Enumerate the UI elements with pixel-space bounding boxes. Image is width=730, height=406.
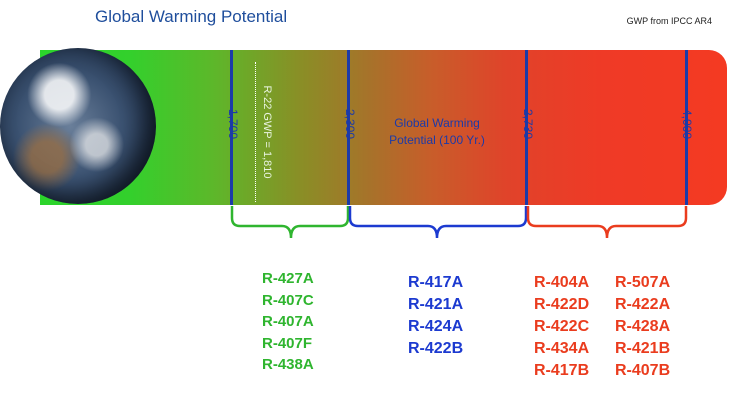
list-item: R-422B (408, 340, 464, 357)
blue-brace (348, 206, 528, 239)
center-label-line2: Potential (100 Yr.) (389, 133, 485, 147)
list-item: R-421B (615, 340, 671, 357)
list-item: R-507A (615, 274, 671, 291)
source-note: GWP from IPCC AR4 (626, 16, 712, 26)
list-item: R-417B (534, 362, 590, 379)
list-item: R-422A (615, 296, 671, 313)
list-item: R-438A (262, 356, 314, 373)
list-item: R-434A (534, 340, 590, 357)
red-group-list-col2: R-507A R-422A R-428A R-421B R-407B (615, 272, 670, 382)
list-item: R-407F (262, 334, 313, 352)
earth-globe-image (0, 48, 156, 204)
center-label: Global Warming Potential (100 Yr.) (368, 115, 506, 149)
tick-line-2300 (347, 50, 350, 205)
list-item: R-407A (262, 313, 314, 330)
list-item: R-404A (534, 274, 590, 291)
list-item: R-428A (615, 318, 671, 335)
list-item: R-424A (408, 318, 464, 335)
r22-marker-line (255, 62, 256, 202)
list-item: R-422C (534, 318, 590, 335)
list-item: R-427A (262, 270, 314, 287)
list-item: R-422D (534, 296, 590, 313)
list-item: R-407C (262, 291, 314, 309)
tick-line-1700 (230, 50, 233, 205)
green-brace (230, 206, 350, 239)
center-label-line1: Global Warming (394, 116, 480, 130)
group-braces (230, 206, 688, 239)
red-brace (526, 206, 688, 239)
tick-line-4000 (685, 50, 688, 205)
list-item: R-417A (408, 274, 464, 291)
green-group-list: R-427A R-407C R-407A R-407F R-438A (262, 268, 314, 376)
red-group-list-col1: R-404A R-422D R-422C R-434A R-417B (534, 272, 589, 382)
diagram-title: Global Warming Potential (95, 7, 288, 26)
tick-line-2730 (525, 50, 528, 205)
blue-group-list: R-417A R-421A R-424A R-422B (408, 272, 463, 360)
list-item: R-407B (615, 362, 671, 379)
list-item: R-421A (408, 296, 464, 313)
